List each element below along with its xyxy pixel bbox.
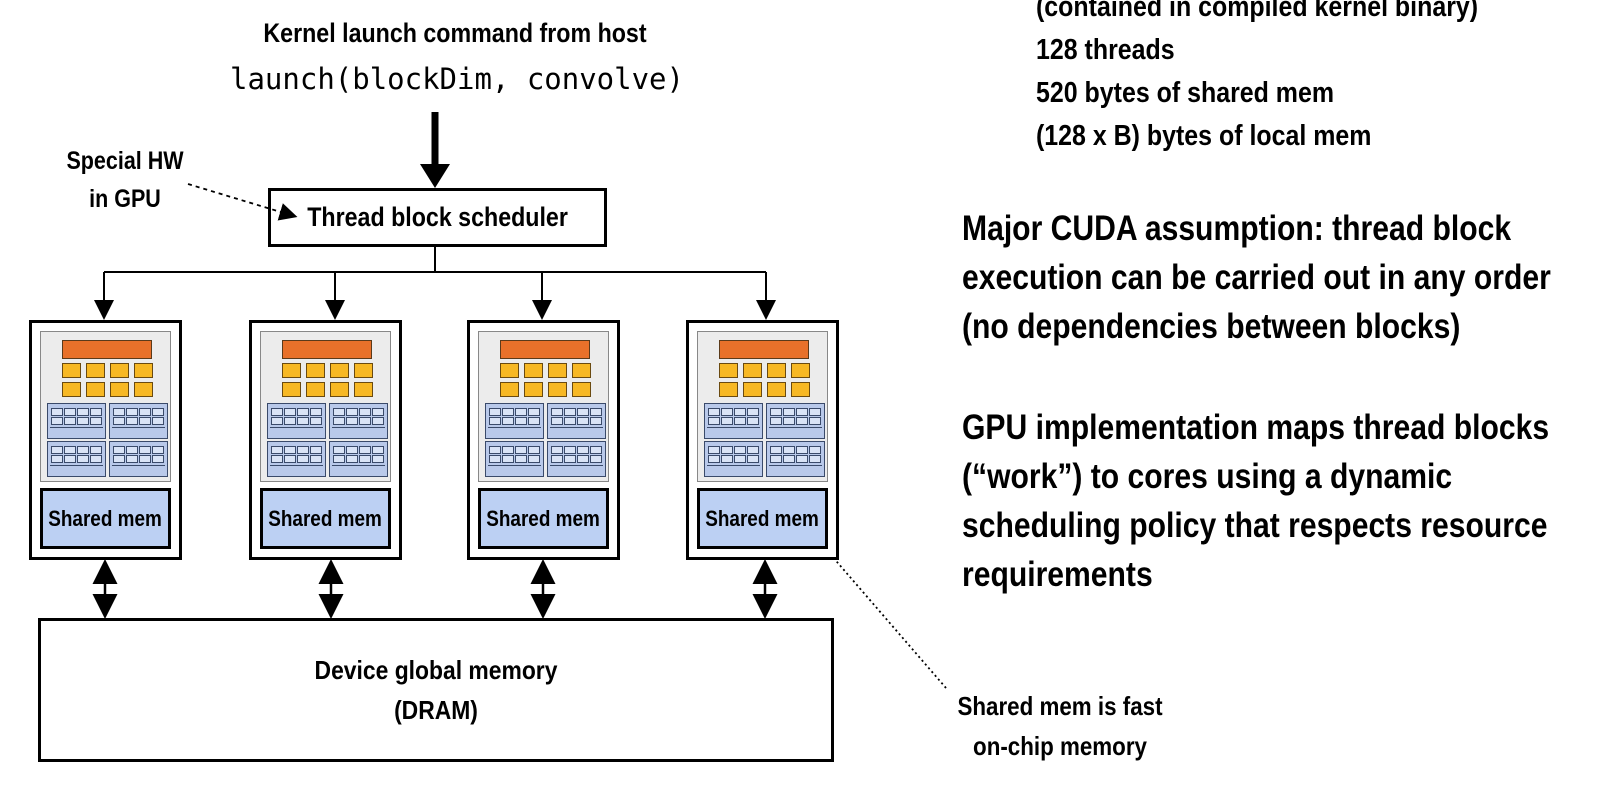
shared-mem-block: Shared mem <box>260 488 391 549</box>
exec-unit <box>548 363 567 378</box>
paragraph2-line3: scheduling policy that respects resource <box>962 506 1548 545</box>
gpu-core: Shared mem <box>29 320 182 560</box>
core-exec-resources <box>478 331 609 482</box>
exec-unit <box>86 363 105 378</box>
alu-block <box>109 403 168 439</box>
exec-unit <box>524 363 543 378</box>
exec-unit <box>719 363 738 378</box>
launch-arrow-head <box>420 164 450 188</box>
exec-unit <box>743 382 762 397</box>
shared-mem-fast-note: Shared mem is fast on-chip memory <box>948 686 1172 766</box>
exec-unit <box>767 382 786 397</box>
exec-unit <box>62 363 81 378</box>
alu-block <box>267 403 326 439</box>
alu-block <box>766 441 825 477</box>
fast-note-line2: on-chip memory <box>973 731 1147 761</box>
shared-mem-label: Shared mem <box>705 505 820 531</box>
shared-mem-block: Shared mem <box>697 488 828 549</box>
requirements-line0: (contained in compiled kernel binary) <box>1036 0 1479 23</box>
exec-unit <box>354 382 373 397</box>
gpu-core: Shared mem <box>249 320 402 560</box>
special-hw-note-line1: Special HW <box>66 147 184 175</box>
paragraph2-line4: requirements <box>962 555 1153 594</box>
shared-mem-label: Shared mem <box>268 505 383 531</box>
gpu-core: Shared mem <box>686 320 839 560</box>
alu-block <box>704 441 763 477</box>
thread-block-scheduler: Thread block scheduler <box>268 188 607 247</box>
exec-unit <box>791 363 810 378</box>
special-hw-note-line2: in GPU <box>89 185 161 213</box>
cuda-assumption-paragraph: Major CUDA assumption: thread block exec… <box>962 204 1551 351</box>
alu-block <box>47 441 106 477</box>
fetch-decode-unit <box>500 340 590 359</box>
exec-unit <box>572 382 591 397</box>
core-exec-resources <box>260 331 391 482</box>
exec-unit <box>86 382 105 397</box>
exec-unit <box>282 382 301 397</box>
alu-block <box>485 441 544 477</box>
dram-line2: (DRAM) <box>394 695 478 725</box>
alu-block <box>547 403 606 439</box>
shared-mem-block: Shared mem <box>478 488 609 549</box>
device-global-memory: Device global memory (DRAM) <box>38 618 834 762</box>
exec-unit <box>743 363 762 378</box>
launch-command-title: Kernel launch command from host <box>263 18 647 48</box>
paragraph2-line2: (“work”) to cores using a dynamic <box>962 457 1453 496</box>
exec-unit <box>524 382 543 397</box>
exec-unit <box>500 363 519 378</box>
alu-block <box>485 403 544 439</box>
fetch-decode-unit <box>282 340 372 359</box>
resource-requirements: (contained in compiled kernel binary) 12… <box>1036 0 1478 158</box>
core-exec-resources <box>697 331 828 482</box>
fetch-decode-unit <box>719 340 809 359</box>
paragraph1-line3: (no dependencies between blocks) <box>962 307 1461 346</box>
exec-unit <box>330 363 349 378</box>
gpu-core: Shared mem <box>467 320 620 560</box>
exec-unit <box>282 363 301 378</box>
exec-unit <box>306 382 325 397</box>
core-exec-resources <box>40 331 171 482</box>
alu-block <box>547 441 606 477</box>
alu-block <box>109 441 168 477</box>
hw-note-pointer <box>187 183 298 221</box>
exec-unit <box>330 382 349 397</box>
launch-command-code: launch(blockDim, convolve) <box>230 62 684 96</box>
exec-unit <box>548 382 567 397</box>
exec-unit <box>354 363 373 378</box>
exec-unit <box>62 382 81 397</box>
shared-mem-block: Shared mem <box>40 488 171 549</box>
alu-block <box>329 441 388 477</box>
gpu-implementation-paragraph: GPU implementation maps thread blocks (“… <box>962 403 1549 599</box>
paragraph2-line1: GPU implementation maps thread blocks <box>962 408 1550 447</box>
paragraph1-line2: execution can be carried out in any orde… <box>962 258 1551 297</box>
exec-unit <box>110 363 129 378</box>
special-hw-note: Special HW in GPU <box>52 142 198 218</box>
exec-unit <box>767 363 786 378</box>
shared-mem-label: Shared mem <box>48 505 163 531</box>
exec-unit <box>306 363 325 378</box>
fast-note-line1: Shared mem is fast <box>957 691 1163 721</box>
exec-unit <box>134 363 153 378</box>
shared-mem-label: Shared mem <box>486 505 601 531</box>
exec-unit <box>134 382 153 397</box>
alu-block <box>329 403 388 439</box>
exec-unit <box>719 382 738 397</box>
requirements-line3: (128 x B) bytes of local mem <box>1036 120 1372 152</box>
exec-unit <box>500 382 519 397</box>
fetch-decode-unit <box>62 340 152 359</box>
fast-note-pointer <box>815 537 947 689</box>
exec-unit <box>572 363 591 378</box>
alu-block <box>766 403 825 439</box>
thread-block-scheduler-label: Thread block scheduler <box>307 202 568 232</box>
exec-unit <box>110 382 129 397</box>
alu-block <box>267 441 326 477</box>
requirements-line1: 128 threads <box>1036 34 1175 66</box>
alu-block <box>47 403 106 439</box>
requirements-line2: 520 bytes of shared mem <box>1036 77 1335 109</box>
exec-unit <box>791 382 810 397</box>
dram-line1: Device global memory <box>314 655 558 685</box>
paragraph1-line1: Major CUDA assumption: thread block <box>962 209 1512 248</box>
alu-block <box>704 403 763 439</box>
